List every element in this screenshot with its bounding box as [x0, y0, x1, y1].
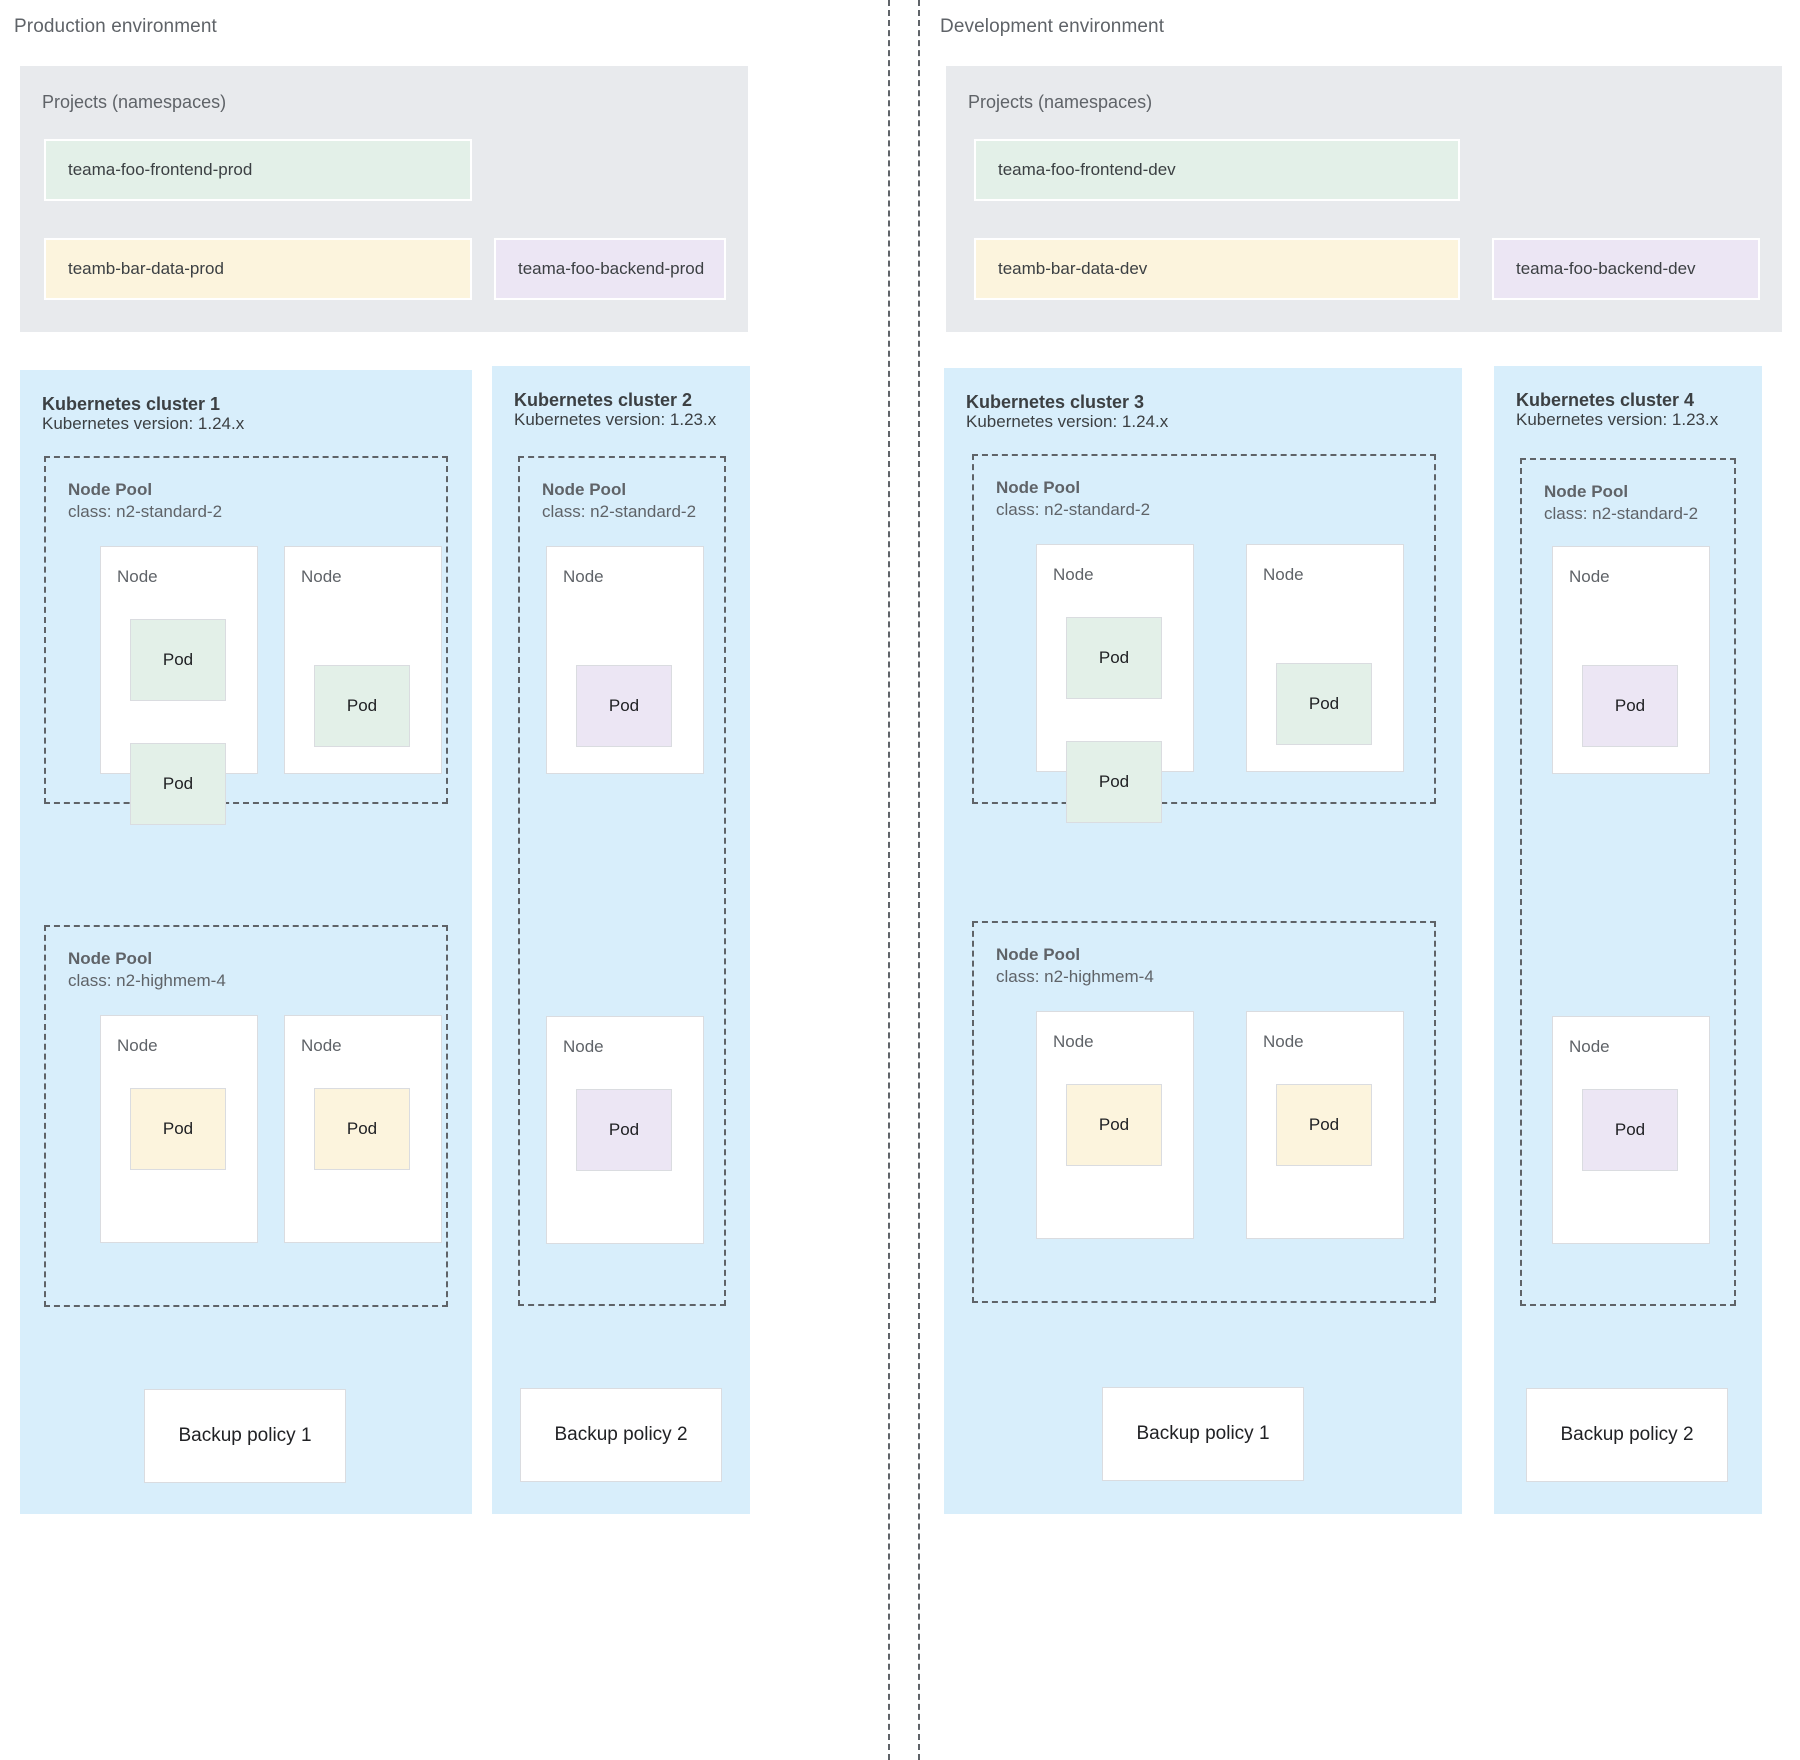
cluster-version: Kubernetes version: 1.24.x — [42, 414, 245, 433]
namespace-teama-foo-backend-dev[interactable]: teama-foo-backend-dev — [1492, 238, 1760, 300]
node-pool-class: class: n2-highmem-4 — [68, 971, 226, 990]
cluster-title: Kubernetes cluster 3 — [966, 392, 1145, 412]
node-label: Node — [563, 567, 604, 586]
node-label: Node — [563, 1037, 604, 1056]
namespace-teama-foo-frontend-dev[interactable]: teama-foo-frontend-dev — [974, 139, 1460, 201]
node-label: Node — [1263, 565, 1304, 584]
pod[interactable]: Pod — [1276, 1084, 1372, 1166]
node-label: Node — [1263, 1032, 1304, 1051]
cluster-title: Kubernetes cluster 1 — [42, 394, 221, 414]
pod[interactable]: Pod — [1582, 665, 1678, 747]
pod[interactable]: Pod — [314, 665, 410, 747]
backup-policy[interactable]: Backup policy 1 — [1102, 1387, 1304, 1481]
cluster-version: Kubernetes version: 1.24.x — [966, 412, 1169, 431]
cluster-version: Kubernetes version: 1.23.x — [514, 410, 717, 429]
node-label: Node — [301, 567, 342, 586]
node-label: Node — [1053, 565, 1094, 584]
node-label: Node — [301, 1036, 342, 1055]
pod[interactable]: Pod — [130, 743, 226, 825]
node-label: Node — [1053, 1032, 1094, 1051]
pod[interactable]: Pod — [1066, 741, 1162, 823]
node-pool-title: Node Pool — [996, 478, 1081, 497]
cluster-title: Kubernetes cluster 4 — [1516, 390, 1695, 410]
node-pool-class: class: n2-highmem-4 — [996, 967, 1154, 986]
node-pool-title: Node Pool — [542, 480, 627, 499]
environment-divider-2 — [918, 0, 920, 1760]
pod[interactable]: Pod — [130, 1088, 226, 1170]
node-label: Node — [117, 1036, 158, 1055]
pod[interactable]: Pod — [130, 619, 226, 701]
cluster-version: Kubernetes version: 1.23.x — [1516, 410, 1719, 429]
namespace-teama-foo-backend-prod[interactable]: teama-foo-backend-prod — [494, 238, 726, 300]
pod[interactable]: Pod — [314, 1088, 410, 1170]
projects-label: Projects (namespaces) — [42, 92, 227, 112]
node-pool-class: class: n2-standard-2 — [542, 502, 697, 521]
pod[interactable]: Pod — [1582, 1089, 1678, 1171]
pod[interactable]: Pod — [576, 665, 672, 747]
node-label: Node — [1569, 567, 1610, 586]
pod[interactable]: Pod — [1066, 617, 1162, 699]
node-pool-title: Node Pool — [68, 480, 153, 499]
projects-label: Projects (namespaces) — [968, 92, 1153, 112]
namespace-teama-foo-frontend-prod[interactable]: teama-foo-frontend-prod — [44, 139, 472, 201]
node-label: Node — [1569, 1037, 1610, 1056]
node-label: Node — [117, 567, 158, 586]
node-pool-class: class: n2-standard-2 — [996, 500, 1151, 519]
backup-policy[interactable]: Backup policy 2 — [520, 1388, 722, 1482]
namespace-teamb-bar-data-dev[interactable]: teamb-bar-data-dev — [974, 238, 1460, 300]
environment-divider-1 — [888, 0, 890, 1760]
node-pool-class: class: n2-standard-2 — [68, 502, 223, 521]
node-pool-title: Node Pool — [68, 949, 153, 968]
environment-title-production: Production environment — [14, 16, 217, 37]
node-pool-class: class: n2-standard-2 — [1544, 504, 1699, 523]
backup-policy[interactable]: Backup policy 1 — [144, 1389, 346, 1483]
pod[interactable]: Pod — [1066, 1084, 1162, 1166]
namespace-teamb-bar-data-prod[interactable]: teamb-bar-data-prod — [44, 238, 472, 300]
cluster-title: Kubernetes cluster 2 — [514, 390, 693, 410]
pod[interactable]: Pod — [1276, 663, 1372, 745]
environment-title-development: Development environment — [940, 16, 1165, 37]
node-pool-title: Node Pool — [1544, 482, 1629, 501]
node-pool-title: Node Pool — [996, 945, 1081, 964]
pod[interactable]: Pod — [576, 1089, 672, 1171]
backup-policy[interactable]: Backup policy 2 — [1526, 1388, 1728, 1482]
